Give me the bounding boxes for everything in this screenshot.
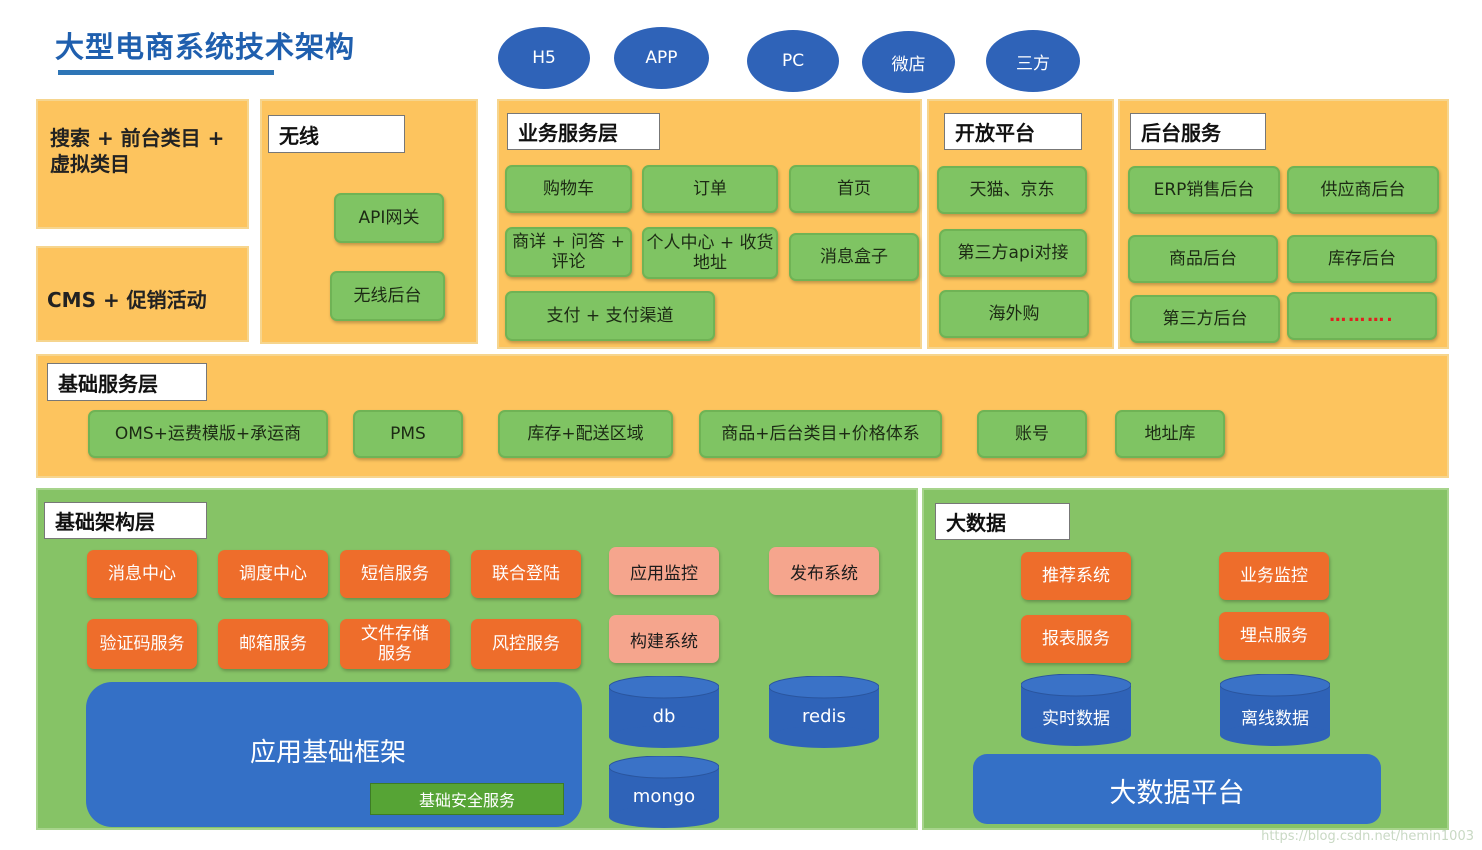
search-panel: 搜索 + 前台类目 + 虚拟类目 [36, 99, 249, 229]
bigdata-platform: 大数据平台 [973, 754, 1381, 824]
client-pc: PC [747, 30, 839, 92]
backend-tag: 后台服务 [1130, 113, 1266, 150]
mongo-cylinder-icon [609, 756, 719, 828]
realtime-data-icon [1021, 674, 1131, 746]
mail-service: 邮箱服务 [218, 619, 328, 669]
message-box: 消息盒子 [789, 233, 919, 281]
offline-data-icon [1220, 674, 1330, 746]
wireless-panel: 无线 API网关 无线后台 [260, 99, 478, 344]
base-service-panel: 基础服务层 OMS+运费模版+承运商 PMS 库存+配送区域 商品+后台类目+价… [36, 354, 1449, 478]
address-library: 地址库 [1115, 410, 1225, 458]
db-cylinder-icon [609, 676, 719, 748]
redis-label: redis [802, 706, 846, 727]
more-ellipsis: ………. [1287, 292, 1437, 340]
realtime-data-cylinder: 实时数据 [1021, 674, 1131, 746]
infra-panel: 基础架构层 消息中心 调度中心 短信服务 联合登陆 验证码服务 邮箱服务 文件存… [36, 488, 918, 830]
erp-backend: ERP销售后台 [1128, 166, 1280, 214]
report-service: 报表服务 [1021, 615, 1131, 663]
app-framework: 应用基础框架 基础安全服务 [86, 682, 582, 827]
watermark: https://blog.csdn.net/hemin1003 [1261, 829, 1474, 844]
file-storage: 文件存储服务 [340, 619, 450, 669]
product-detail: 商详 + 问答 + 评论 [505, 227, 632, 277]
client-app: APP [614, 27, 709, 89]
payment: 支付 + 支付渠道 [505, 291, 715, 341]
third-party-backend: 第三方后台 [1130, 295, 1280, 343]
business-monitoring: 业务监控 [1219, 552, 1329, 600]
supplier-backend: 供应商后台 [1287, 166, 1439, 214]
api-gateway: API网关 [334, 193, 444, 243]
bigdata-tag: 大数据 [935, 503, 1070, 540]
redis-cylinder: redis [769, 676, 879, 748]
third-party-api: 第三方api对接 [939, 229, 1087, 277]
cms-label: CMS + 促销活动 [47, 288, 207, 312]
inventory-delivery: 库存+配送区域 [498, 410, 673, 458]
app-framework-label: 应用基础框架 [250, 738, 407, 768]
realtime-data-label: 实时数据 [1042, 709, 1110, 729]
open-panel: 开放平台 天猫、京东 第三方api对接 海外购 [927, 99, 1114, 349]
home: 首页 [789, 165, 919, 213]
offline-data-cylinder: 离线数据 [1220, 674, 1330, 746]
build-system: 构建系统 [609, 615, 719, 663]
client-weidian: 微店 [862, 31, 955, 93]
wireless-tag: 无线 [268, 115, 405, 153]
captcha-service: 验证码服务 [87, 619, 197, 669]
business-tag: 业务服务层 [507, 113, 660, 150]
user-center: 个人中心 + 收货地址 [642, 227, 778, 279]
risk-control: 风控服务 [471, 619, 581, 669]
oms: OMS+运费模版+承运商 [88, 410, 328, 458]
recommend-system: 推荐系统 [1021, 552, 1131, 600]
client-third-party: 三方 [986, 30, 1080, 92]
business-panel: 业务服务层 购物车 订单 首页 商详 + 问答 + 评论 个人中心 + 收货地址… [497, 99, 922, 349]
order: 订单 [642, 165, 778, 213]
page-title: 大型电商系统技术架构 [55, 30, 356, 64]
title-underline [58, 70, 274, 75]
joint-login: 联合登陆 [471, 550, 581, 598]
client-h5: H5 [498, 27, 590, 89]
search-label: 搜索 + 前台类目 + 虚拟类目 [50, 126, 225, 176]
security-service: 基础安全服务 [370, 783, 564, 815]
offline-data-label: 离线数据 [1241, 709, 1309, 729]
redis-cylinder-icon [769, 676, 879, 748]
overseas: 海外购 [939, 290, 1089, 338]
message-center: 消息中心 [87, 550, 197, 598]
backend-panel: 后台服务 ERP销售后台 供应商后台 商品后台 库存后台 第三方后台 ………. [1118, 99, 1449, 349]
product-category-price: 商品+后台类目+价格体系 [699, 410, 942, 458]
base-service-tag: 基础服务层 [47, 363, 207, 401]
account: 账号 [977, 410, 1087, 458]
infra-tag: 基础架构层 [44, 502, 207, 539]
release-system: 发布系统 [769, 547, 879, 595]
cms-panel: CMS + 促销活动 [36, 246, 249, 342]
tracking-service: 埋点服务 [1219, 612, 1329, 660]
bigdata-panel: 大数据 推荐系统 业务监控 报表服务 埋点服务 大数据平台 实时数据 离线数据 [922, 488, 1449, 830]
mongo-label: mongo [632, 786, 696, 807]
inventory-backend: 库存后台 [1287, 235, 1437, 283]
tmall-jd: 天猫、京东 [937, 166, 1087, 214]
pms: PMS [353, 410, 463, 458]
scheduling-center: 调度中心 [218, 550, 328, 598]
app-monitoring: 应用监控 [609, 547, 719, 595]
db-cylinder: db [609, 676, 719, 748]
cart: 购物车 [505, 165, 632, 213]
sms-service: 短信服务 [340, 550, 450, 598]
product-backend: 商品后台 [1128, 235, 1278, 283]
bigdata-platform-label: 大数据平台 [1109, 778, 1245, 809]
db-label: db [652, 706, 676, 727]
mongo-cylinder: mongo [609, 756, 719, 828]
wireless-backend: 无线后台 [330, 271, 445, 321]
open-tag: 开放平台 [944, 113, 1082, 150]
